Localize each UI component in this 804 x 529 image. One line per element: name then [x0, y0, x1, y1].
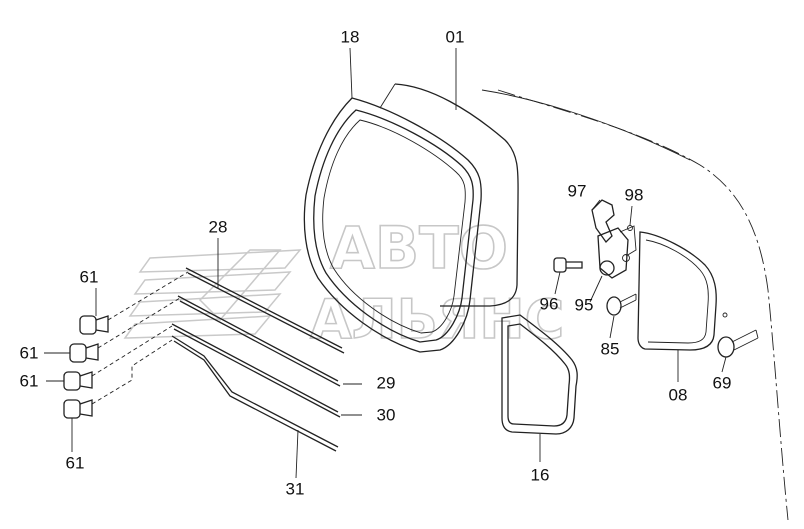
- glass-panel-01-edge: [379, 83, 396, 109]
- knob-85: [606, 293, 637, 316]
- label-30: 30: [377, 405, 396, 424]
- bolt-61-a: [79, 315, 109, 335]
- bolt-61-c: [63, 371, 93, 391]
- latch-bracket-95: [597, 225, 637, 279]
- latch-97: [591, 199, 615, 244]
- label-61-d: 61: [66, 453, 85, 472]
- rod-31: [171, 335, 339, 452]
- alignment-lines: [91, 271, 189, 405]
- label-08: 08: [669, 385, 688, 404]
- label-61-a: 61: [80, 267, 99, 286]
- cab-body-edge: [481, 89, 691, 161]
- small-window-seal-16: [501, 314, 578, 435]
- bolt-61-b: [69, 343, 99, 363]
- label-28: 28: [209, 217, 228, 236]
- watermark-line2: АЛЬЯНС: [310, 288, 564, 351]
- label-96: 96: [540, 294, 559, 313]
- label-61-c: 61: [20, 371, 39, 390]
- label-98: 98: [625, 185, 644, 204]
- side-glass-08: [637, 231, 728, 351]
- label-85: 85: [601, 339, 620, 358]
- label-61-b: 61: [20, 343, 39, 362]
- pin-98: [622, 225, 633, 262]
- rod-28: [185, 267, 345, 354]
- leader-lines: [44, 47, 727, 479]
- bolt-96: [553, 257, 583, 273]
- label-16: 16: [531, 465, 550, 484]
- label-97: 97: [568, 181, 587, 200]
- label-18: 18: [341, 27, 360, 46]
- window-seal-18: [303, 97, 482, 353]
- label-95: 95: [575, 295, 594, 314]
- watermark-line1: АВТО: [330, 214, 508, 282]
- label-31: 31: [286, 479, 305, 498]
- glass-panel-01: [394, 83, 519, 307]
- label-01: 01: [446, 27, 465, 46]
- stopper-69: [717, 329, 759, 358]
- bolt-61-d: [63, 399, 93, 419]
- cab-body-outline: [497, 89, 789, 521]
- label-69: 69: [713, 373, 732, 392]
- label-29: 29: [377, 373, 396, 392]
- rod-30: [171, 323, 341, 418]
- rod-29: [177, 295, 341, 387]
